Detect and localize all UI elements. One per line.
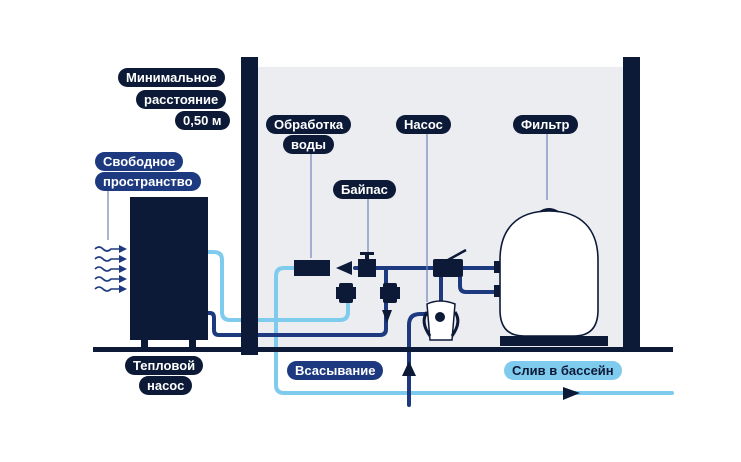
heat-pump [130, 197, 208, 348]
airflow-arrow-icon [94, 285, 127, 293]
suction-pipe [407, 312, 440, 407]
light-pipes [205, 250, 674, 395]
floor-line [93, 347, 673, 352]
heat-pump-inlet-pipe [205, 266, 388, 337]
check-valve-icon [380, 283, 400, 303]
right-wall [623, 57, 640, 350]
label-water-treatment-2: воды [283, 135, 334, 154]
flow-arrow-left-icon [336, 261, 352, 275]
water-treatment-unit [294, 260, 330, 276]
bypass-valve-icon [358, 252, 376, 277]
airflow-arrow-icon [94, 255, 127, 263]
pool-pump [422, 300, 460, 341]
label-bypass: Байпас [333, 180, 396, 199]
label-drain-to-pool: Слив в бассейн [504, 361, 622, 380]
label-min-distance-1: Минимальное [118, 68, 225, 87]
label-pump: Насос [396, 115, 451, 134]
airflow-arrow-icon [94, 245, 127, 253]
label-free-space-1: Свободное [95, 152, 184, 171]
label-suction: Всасывание [287, 361, 384, 380]
label-free-space-2: пространство [95, 172, 201, 191]
label-water-treatment-1: Обработка [266, 115, 352, 134]
drain-to-pool-pipe [274, 266, 674, 395]
label-filter: Фильтр [513, 115, 578, 134]
suction-arrow-up-icon [402, 361, 416, 376]
label-min-distance-2: расстояние [136, 90, 227, 109]
label-min-distance-3: 0,50 м [175, 111, 230, 130]
airflow-arrows [94, 245, 127, 293]
leader-lines [107, 133, 548, 302]
multiport-valve-icon [433, 248, 467, 277]
airflow-arrow-icon [94, 265, 127, 273]
flow-arrow-down-icon [382, 310, 392, 323]
label-heat-pump-1: Тепловой [125, 356, 204, 375]
sand-filter [494, 208, 608, 346]
drain-arrow-right-icon [563, 387, 580, 400]
dark-pipes [205, 266, 499, 407]
left-wall [241, 57, 258, 355]
airflow-arrow-icon [94, 275, 127, 283]
heat-pump-outlet-pipe [205, 250, 350, 322]
label-heat-pump-2: насос [139, 376, 193, 395]
check-valve-icon [336, 283, 356, 303]
valve-to-filter-pipe [458, 266, 499, 294]
